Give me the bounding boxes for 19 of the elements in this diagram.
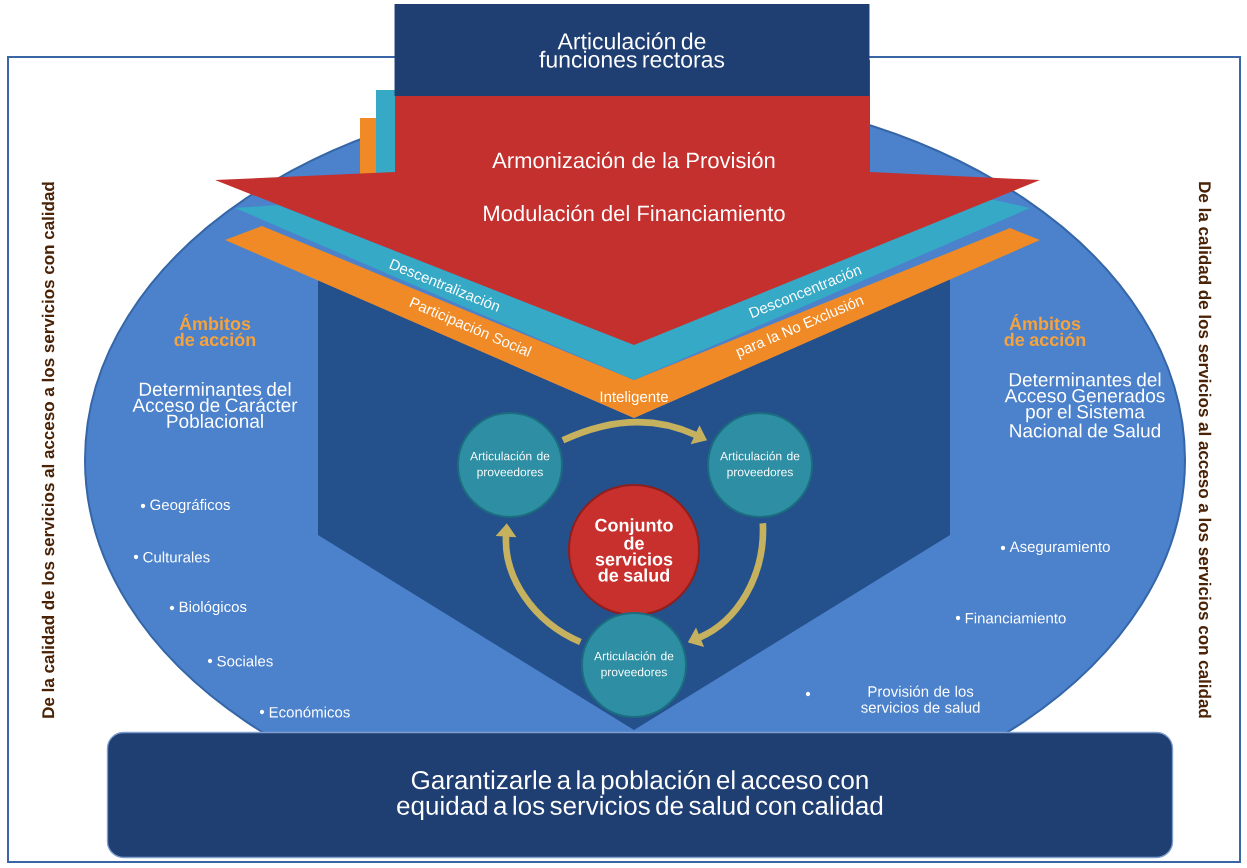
goal-box: Garantizarle a la población el acceso con equidad a los servicios de salud con calidad [106,731,1174,859]
list-item: Culturales [133,551,210,563]
list-item: Económicos [259,706,350,718]
arrow-label: Armonización de la Provisión [492,151,775,169]
list-item: Financiamiento [955,612,1066,624]
side-caption: De la calidad de los servicios al acceso a los servicios con calidad [1198,182,1212,718]
band-label: Inteligente [600,391,668,405]
list-item: Provisión de los servicios de salud [805,685,980,713]
section-title: Determinantes del Acceso de Carácter Poblacional [132,382,298,428]
title-box: Articulación de funciones rectoras [394,4,870,96]
list-item: Biológicos [169,600,247,616]
list-item: Sociales [207,655,273,667]
section-heading: Ámbitos de acción [1004,313,1086,347]
list-item: Aseguramiento [1000,541,1110,555]
side-caption: De la calidad de los servicios al acceso a los servicios con calidad [41,182,55,718]
list-item: Geográficos [140,498,230,514]
section-title: Determinantes del Acceso Generados por el Sistema Nacional de Salud [1004,372,1165,438]
arrow-label: Modulación del Financiamiento [484,204,785,222]
section-heading: Ámbitos de acción [174,313,256,347]
